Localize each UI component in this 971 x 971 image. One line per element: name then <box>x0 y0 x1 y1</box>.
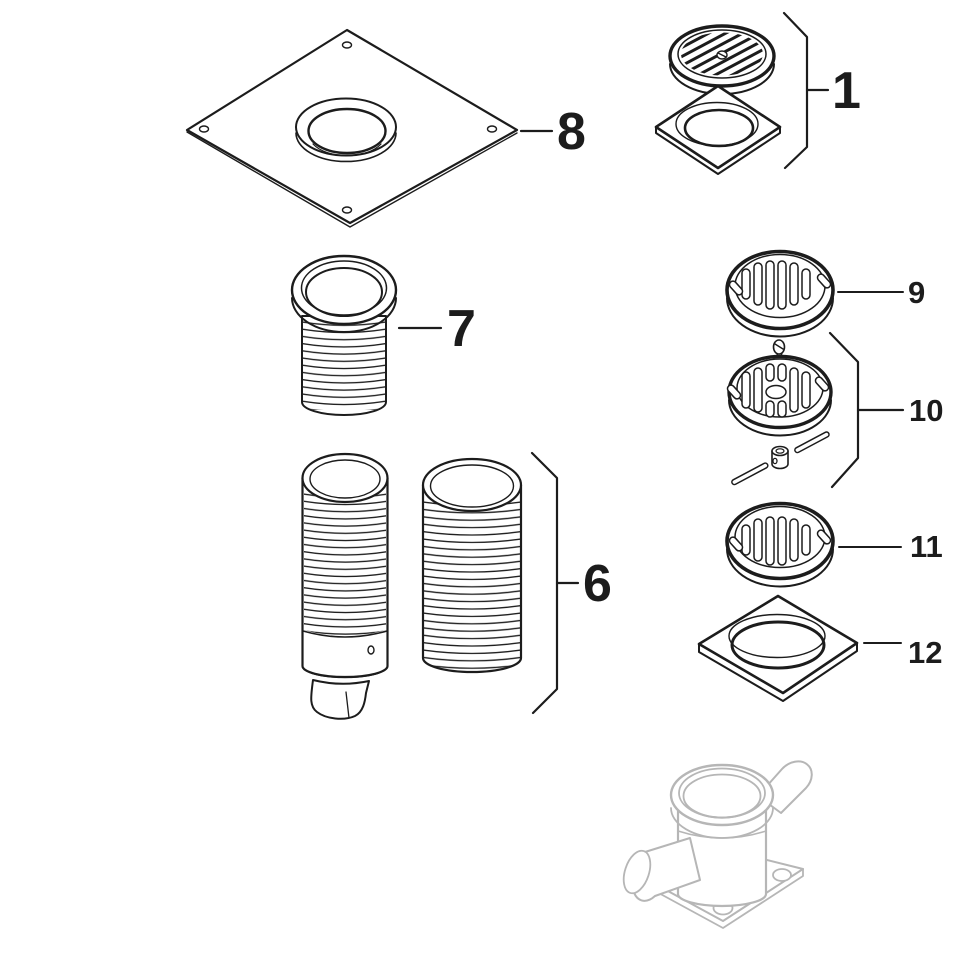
part-1-round-grate <box>668 24 776 95</box>
part-8-callout: 8 <box>519 103 586 161</box>
bracket-1 <box>782 11 809 170</box>
drain-body-reference <box>622 760 813 929</box>
part-10-callout: 10 <box>828 331 943 489</box>
part-9-callout: 9 <box>837 275 925 310</box>
pin <box>794 431 830 454</box>
callout-label-1: 1 <box>832 62 861 120</box>
part-12-square-frame <box>697 594 859 702</box>
part-1-square-frame <box>654 84 782 175</box>
bracket-10 <box>828 331 860 489</box>
callout-label-6: 6 <box>583 555 612 613</box>
part-10-round-grate <box>726 354 833 437</box>
part-6-callout: 6 <box>530 451 612 715</box>
part-6-threaded-tube-right <box>421 457 523 674</box>
part-12-callout: 12 <box>863 635 942 670</box>
part-11-round-grate <box>725 501 835 588</box>
callout-label-7: 7 <box>447 300 476 358</box>
bracket-6 <box>530 451 559 715</box>
callout-label-8: 8 <box>557 103 586 161</box>
part-1-callout: 1 <box>782 11 861 170</box>
part-9-round-grate <box>725 249 835 338</box>
part-7-threaded-adapter <box>290 254 398 416</box>
part-11-callout: 11 <box>838 529 943 564</box>
pin <box>731 462 769 486</box>
callout-label-12: 12 <box>908 635 942 670</box>
callout-label-9: 9 <box>908 275 925 310</box>
part-10-screw <box>772 339 786 359</box>
callout-label-11: 11 <box>910 529 943 564</box>
part-8-cover-plate <box>185 28 519 228</box>
part-10-pins-and-barrel <box>731 431 830 486</box>
part-7-callout: 7 <box>397 300 476 358</box>
part-6-threaded-tube-left <box>301 452 389 720</box>
outlet-pipe-left <box>622 837 701 902</box>
callout-label-10: 10 <box>909 393 943 428</box>
